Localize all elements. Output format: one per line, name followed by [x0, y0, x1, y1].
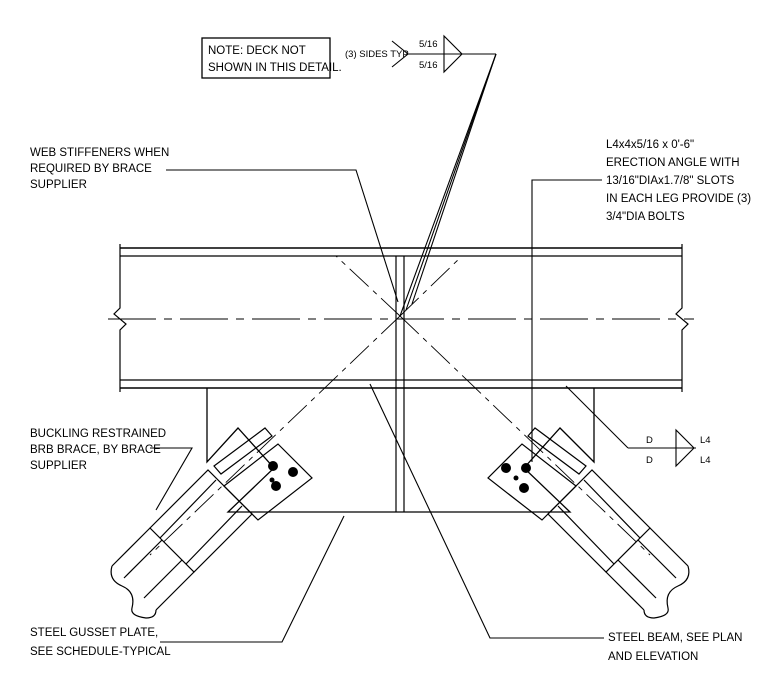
left-brace-break [110, 565, 157, 619]
weld-symbol-top [391, 34, 497, 317]
left-brace-core-plate [223, 443, 313, 521]
work-line-right [399, 315, 651, 556]
note-line-1: NOTE: DECK NOT [208, 45, 306, 57]
left-brace-tube-mid-1 [123, 539, 163, 579]
right-bolt-4 [513, 475, 519, 481]
web-stiffeners-leader [166, 169, 399, 303]
beam-break-left [113, 244, 127, 392]
weld-size-lower: 5/16 [419, 60, 438, 71]
left-brb-brace [110, 427, 313, 619]
beam-break-right [675, 244, 689, 392]
right-brace-casing-inner [583, 479, 641, 539]
left-bolt-group [268, 461, 298, 491]
right-bolt-group [501, 463, 531, 493]
erection-angle-line-1: L4x4x5/16 x 0'-6" [606, 139, 694, 151]
right-brace-break [643, 565, 690, 619]
right-brace-tube-mid-1 [637, 539, 677, 579]
right-brace-tube-lower [605, 571, 645, 611]
left-bolt-3 [271, 481, 281, 491]
weld-right-upper-left: D [646, 435, 653, 446]
right-brace-tube-mid-2 [617, 559, 657, 599]
fillet-weld-triangle [443, 34, 463, 74]
weld-right-lower-left: D [646, 455, 653, 466]
weld-leader-2 [405, 53, 497, 311]
weld-leader-1 [399, 53, 497, 317]
weld-right-leader [565, 385, 629, 449]
brace-line-3: SUPPLIER [30, 460, 87, 472]
gusset-outline [206, 388, 595, 513]
web-stiffeners-line-1: WEB STIFFENERS WHEN [30, 147, 169, 159]
left-erection-angle [213, 427, 273, 475]
erection-angle-line-5: 3/4"DIA BOLTS [606, 211, 685, 223]
right-bolt-3 [519, 483, 529, 493]
brace-work-lines [149, 255, 651, 556]
note-line-2: SHOWN IN THIS DETAIL. [208, 62, 342, 74]
gusset-line-2: SEE SCHEDULE-TYPICAL [30, 646, 171, 658]
note-box [201, 37, 331, 79]
left-brace-tube-lower [155, 571, 195, 611]
left-bolt-1 [268, 461, 278, 471]
beam-line-2: AND ELEVATION [608, 651, 698, 663]
steel-beam [108, 244, 694, 392]
weld-right-lower-right: L4 [700, 455, 711, 466]
erection-angle-line-4: IN EACH LEG PROVIDE (3) [606, 193, 751, 205]
right-erection-angle [527, 427, 587, 475]
work-line-upper-left [335, 255, 401, 317]
erection-angle-leader [531, 179, 602, 462]
right-brace-casing [547, 469, 651, 573]
web-stiffener [395, 256, 405, 512]
right-brb-brace [487, 427, 690, 619]
work-line-left [149, 315, 401, 556]
brace-callout: BUCKLING RESTRAINED BRB BRACE, BY BRACE … [30, 428, 193, 511]
left-brace-casing-inner-2 [185, 505, 243, 565]
left-bolt-2 [288, 467, 298, 477]
weld-right-triangle [675, 428, 695, 468]
weld-symbol-right [565, 385, 696, 468]
left-brace-tube-mid-2 [143, 559, 183, 599]
right-brace-casing-inner-2 [557, 505, 615, 565]
web-stiffeners-callout: WEB STIFFENERS WHEN REQUIRED BY BRACE SU… [30, 147, 399, 303]
gusset-callout: STEEL GUSSET PLATE, SEE SCHEDULE-TYPICAL [30, 515, 345, 658]
brace-line-2: BRB BRACE, BY BRACE [30, 444, 161, 456]
brace-leader [150, 447, 193, 511]
beam-callout: STEEL BEAM, SEE PLAN AND ELEVATION [369, 383, 742, 663]
work-line-upper-right [399, 255, 463, 317]
deck-note: NOTE: DECK NOT SHOWN IN THIS DETAIL. [201, 37, 342, 79]
right-brace-tube-upper [649, 527, 689, 567]
erection-angle-line-3: 13/16"DIAx1.7/8" SLOTS [606, 175, 735, 187]
weld-size-upper: 5/16 [419, 39, 438, 50]
left-bolt-4 [269, 477, 275, 483]
left-brace-casing-inner [159, 479, 217, 539]
erection-angle-callout: L4x4x5/16 x 0'-6" ERECTION ANGLE WITH 13… [531, 139, 751, 462]
weld-leader-3 [411, 53, 497, 305]
web-stiffeners-line-2: REQUIRED BY BRACE [30, 163, 152, 175]
weld-right-upper-right: L4 [700, 435, 711, 446]
beam-leader [369, 383, 604, 639]
weld-sides-label: (3) SIDES TYP [345, 49, 409, 60]
gusset-line-1: STEEL GUSSET PLATE, [30, 627, 158, 639]
gusset-plate [206, 388, 595, 513]
left-brace-tube-upper [111, 527, 151, 567]
web-stiffeners-line-3: SUPPLIER [30, 179, 87, 191]
gusset-leader [160, 515, 345, 643]
brace-line-1: BUCKLING RESTRAINED [30, 428, 166, 440]
erection-angle-line-2: ERECTION ANGLE WITH [606, 157, 740, 169]
right-bolt-1 [501, 463, 511, 473]
right-bolt-2 [521, 463, 531, 473]
left-brace-casing [149, 469, 253, 573]
beam-line-1: STEEL BEAM, SEE PLAN [608, 632, 742, 644]
